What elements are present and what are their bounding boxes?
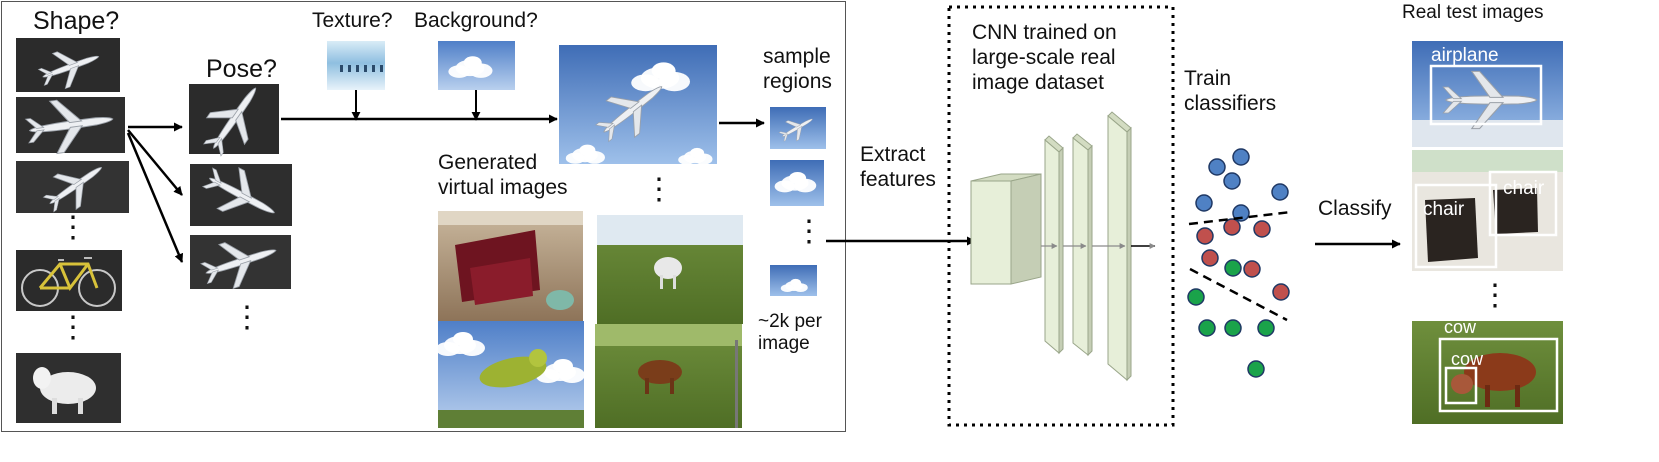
cow-box-label-top: cow (1444, 317, 1477, 337)
airplane-model-icon (16, 92, 125, 158)
classifier-scatter (1187, 148, 1290, 378)
sheep-model-icon (16, 353, 121, 423)
virtual-generation-panel (1, 1, 846, 432)
red-feature-point (1196, 227, 1214, 245)
green-feature-point (1224, 259, 1242, 277)
red-feature-point (1243, 260, 1261, 278)
airplane-pose-icon (190, 156, 292, 234)
airplane-pose-icon (189, 74, 279, 164)
regions-ellipsis: ⋮ (794, 215, 824, 248)
per-image-label: ~2k per image (758, 311, 822, 355)
shape-ellipsis: ⋮ (58, 311, 88, 344)
blue-feature-point (1271, 183, 1289, 201)
shape-to-pose-arrow (126, 132, 184, 263)
generated-images-label: Generated virtual images (438, 151, 568, 199)
airplane-model-icon (16, 150, 129, 222)
cow-box-label-inner: cow (1451, 349, 1484, 369)
airplane-model-icon (16, 38, 120, 96)
airplane-pose-icon (190, 227, 291, 297)
cnn-conv-layer (1072, 133, 1093, 357)
background-swatch (438, 41, 515, 90)
green-feature-point (1187, 288, 1205, 306)
decision-boundary-upper (1188, 210, 1292, 226)
cnn-label: CNN trained on large-scale real image da… (972, 21, 1117, 94)
detection-box-chair-right (1488, 170, 1558, 237)
airplane-box-label: airplane (1431, 45, 1499, 66)
blue-feature-point (1223, 172, 1241, 190)
classify-label: Classify (1318, 197, 1392, 220)
shape-to-pose-arrow (127, 129, 183, 196)
test-image-airplane (1412, 41, 1563, 147)
blue-feature-point (1232, 148, 1250, 166)
bicycle-model-icon (16, 250, 122, 311)
texture-label: Texture? (312, 9, 393, 32)
pose-ellipsis: ⋮ (232, 301, 262, 334)
detection-box-cow-small (1444, 366, 1478, 405)
extract-features-label: Extract features (860, 143, 936, 191)
virtual-image-cow (595, 324, 742, 428)
red-feature-point (1272, 283, 1290, 301)
detection-box-chair-left (1414, 183, 1498, 269)
blue-feature-point (1195, 194, 1213, 212)
texture-swatch (327, 41, 385, 90)
composited-virtual-image (559, 45, 717, 165)
sample-region-thumb (770, 160, 824, 206)
shape-ellipsis: ⋮ (58, 211, 88, 244)
pose-label: Pose? (206, 55, 277, 83)
cnn-conv-layer (1044, 135, 1064, 355)
green-feature-point (1198, 319, 1216, 337)
sample-regions-column (770, 107, 826, 296)
chair-box-label-right: chair (1503, 178, 1545, 199)
decision-boundary-lower (1189, 267, 1288, 322)
green-feature-point (1247, 360, 1265, 378)
virtual-image-sheep (597, 215, 743, 324)
green-feature-point (1257, 319, 1275, 337)
sample-regions-label: sample regions (763, 45, 832, 93)
detection-box-cow-large (1438, 337, 1559, 413)
virtual-image-bird (436, 321, 585, 428)
red-feature-point (1253, 220, 1271, 238)
shape-label: Shape? (33, 7, 120, 35)
real-test-images-label: Real test images (1402, 2, 1544, 23)
red-feature-point (1223, 218, 1241, 236)
cnn-layers (970, 111, 1132, 382)
background-label: Background? (414, 9, 538, 32)
sample-region-thumb (770, 107, 826, 149)
chair-box-label-left: chair (1423, 199, 1465, 220)
detection-box-airplane (1429, 64, 1543, 126)
blue-feature-point (1232, 204, 1250, 222)
blue-feature-point (1208, 158, 1226, 176)
pose-renders-column (189, 74, 292, 297)
test-ellipsis: ⋮ (1480, 279, 1510, 312)
sample-region-thumb (770, 265, 817, 296)
cnn-input-layer (970, 173, 1042, 285)
shape-models-column (16, 38, 129, 423)
test-image-chairs (1412, 150, 1563, 271)
train-classifiers-label: Train classifiers (1184, 67, 1277, 115)
generated-ellipsis: ⋮ (644, 173, 674, 206)
cnn-fc-layer (1107, 111, 1132, 382)
virtual-image-chair (438, 211, 583, 322)
test-image-cows (1412, 321, 1563, 424)
red-feature-point (1201, 249, 1219, 267)
green-feature-point (1224, 319, 1242, 337)
cnn-box (947, 5, 1175, 427)
